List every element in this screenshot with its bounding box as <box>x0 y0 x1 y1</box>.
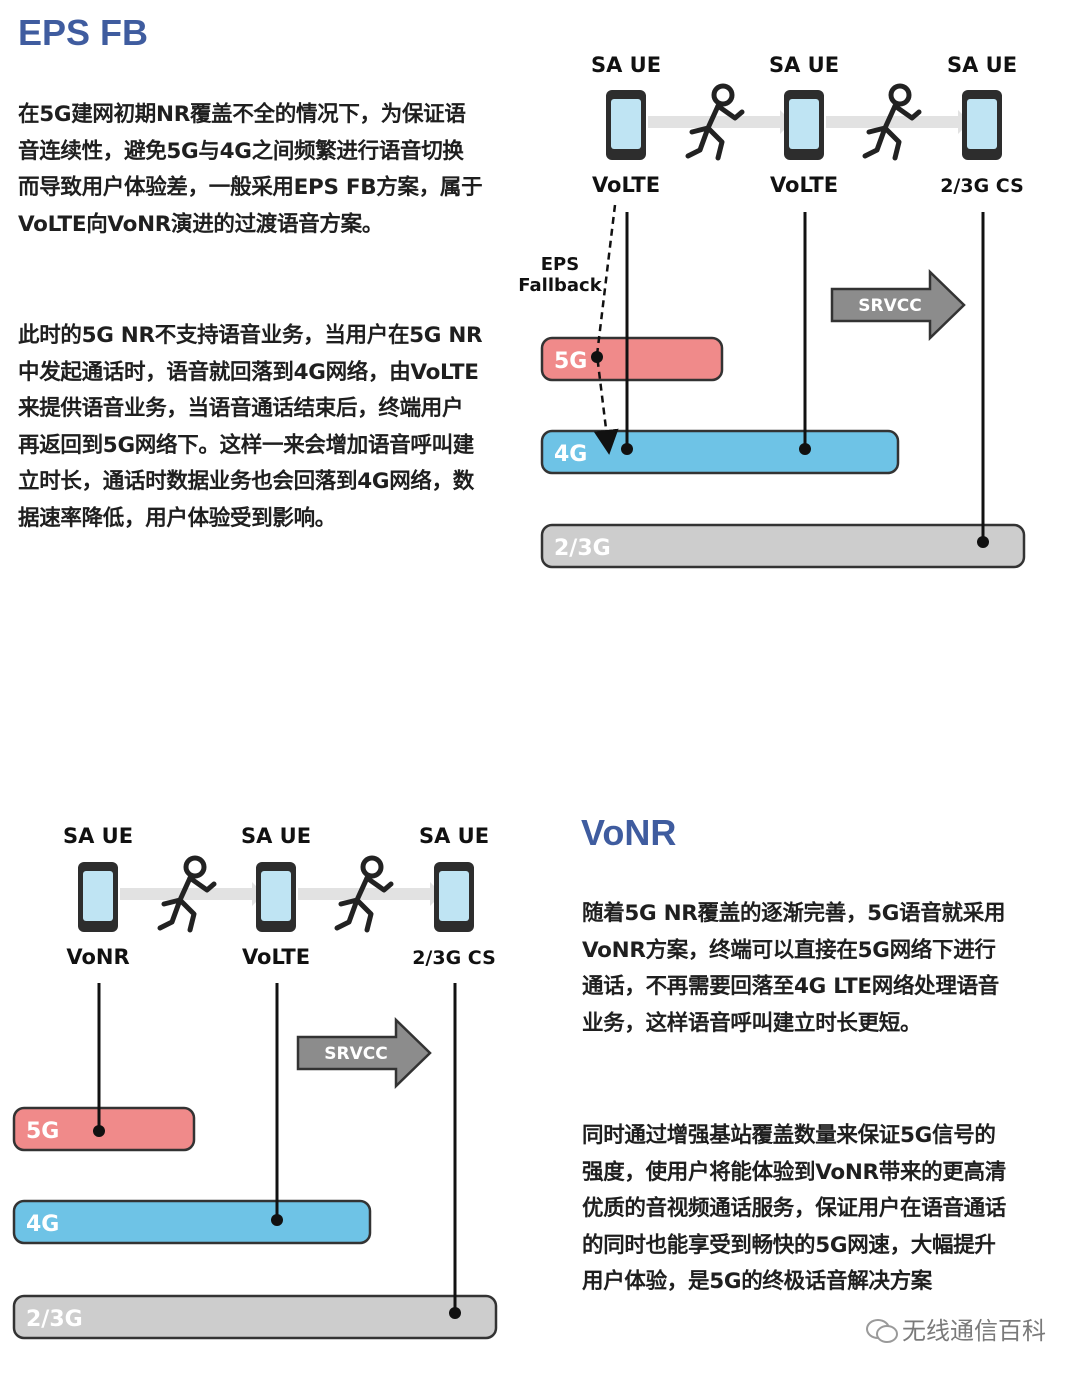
dot <box>93 1125 105 1137</box>
vonr-paragraph-1: 随着5G NR覆盖的逐渐完善，5G语音就采用VoNR方案，终端可以直接在5G网络… <box>582 901 1006 1036</box>
vonr-paragraph-2: 同时通过增强基站覆盖数量来保证5G信号的强度，使用户将能体验到VoNR带来的更高… <box>582 1123 1007 1295</box>
eps-fb-title: EPS FB <box>18 12 149 53</box>
eps-fallback-label: Fallback <box>518 275 602 296</box>
phone-icon <box>434 862 474 932</box>
ue-label-1: SA UE <box>63 824 133 848</box>
ue-connector-arrows <box>120 882 442 906</box>
eps-fb-paragraph-1: 在5G建网初期NR覆盖不全的情况下，为保证语音连续性，避免5G与4G之间频繁进行… <box>18 102 483 237</box>
bar-23g <box>540 523 1026 569</box>
bar-4g-label: 4G <box>554 442 587 467</box>
dot <box>591 351 603 363</box>
voice-label-2: VoLTE <box>770 173 838 197</box>
dot <box>449 1307 461 1319</box>
bar-5g <box>540 336 724 382</box>
bar-4g-label: 4G <box>26 1212 59 1237</box>
eps-fb-diagram: SA UE SA UE SA UE VoLTE VoLTE 2/3G CS 5 <box>518 53 1026 569</box>
srvcc-arrow <box>296 1017 432 1089</box>
ue-connector-arrows <box>648 110 970 134</box>
eps-fb-paragraph-2: 此时的5G NR不支持语音业务，当用户在5G NR中发起通话时，语音就回落到4G… <box>18 323 483 531</box>
vonr-title: VoNR <box>581 812 677 853</box>
connection-lines <box>97 983 457 1313</box>
phone-icon <box>606 90 646 160</box>
running-person-icon <box>685 83 745 161</box>
running-person-icon <box>157 855 217 933</box>
voice-label-1: VoLTE <box>592 173 660 197</box>
dot <box>621 443 633 455</box>
watermark-text: 无线通信百科 <box>902 1317 1046 1345</box>
ue-label-3: SA UE <box>947 53 1017 77</box>
eps-fallback-label: EPS <box>541 254 579 275</box>
srvcc-label: SRVCC <box>858 296 921 316</box>
bar-5g-label: 5G <box>554 349 587 374</box>
bar-5g-label: 5G <box>26 1119 59 1144</box>
voice-label-3: 2/3G CS <box>940 175 1024 197</box>
running-person-icon <box>334 855 394 933</box>
bar-23g-label: 2/3G <box>26 1307 83 1332</box>
voice-label-3: 2/3G CS <box>412 947 496 969</box>
vonr-diagram: SA UE SA UE SA UE VoNR VoLTE 2/3G CS 5G … <box>12 824 498 1340</box>
bar-23g-label: 2/3G <box>554 536 611 561</box>
ue-label-1: SA UE <box>591 53 661 77</box>
bar-23g <box>12 1294 498 1340</box>
dot <box>271 1214 283 1226</box>
bar-4g <box>540 429 900 475</box>
ue-label-3: SA UE <box>419 824 489 848</box>
dot <box>977 536 989 548</box>
phone-icon <box>784 90 824 160</box>
phone-icon <box>78 862 118 932</box>
srvcc-label: SRVCC <box>324 1044 387 1064</box>
dot <box>799 443 811 455</box>
eps-fallback-arrow <box>593 204 619 455</box>
watermark: 无线通信百科 <box>866 1311 1046 1346</box>
phone-icon <box>256 862 296 932</box>
ue-label-2: SA UE <box>769 53 839 77</box>
voice-label-2: VoLTE <box>242 945 310 969</box>
running-person-icon <box>862 83 922 161</box>
phone-icon <box>962 90 1002 160</box>
wechat-icon <box>866 1317 898 1343</box>
ue-label-2: SA UE <box>241 824 311 848</box>
connection-lines <box>625 212 985 542</box>
srvcc-arrow <box>830 269 966 341</box>
bar-4g <box>12 1199 372 1245</box>
voice-label-1: VoNR <box>66 945 129 969</box>
